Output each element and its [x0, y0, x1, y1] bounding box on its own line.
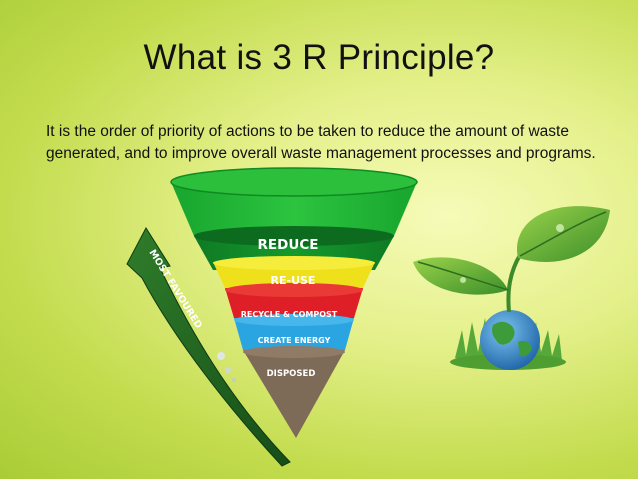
- disposed-band-edge: [243, 346, 345, 358]
- arrow-dot: [225, 367, 231, 373]
- globe-continent: [518, 340, 532, 357]
- reduce-band-edge: [194, 226, 394, 246]
- energy-band-edge: [234, 314, 354, 326]
- slide-title: What is 3 R Principle?: [143, 38, 495, 77]
- leaf-right: [516, 206, 610, 262]
- arrow-dot: [232, 378, 236, 382]
- layer-label-disposed: DISPOSED: [267, 369, 316, 379]
- leaf-vein: [519, 211, 607, 257]
- arrow-body: [126, 227, 291, 467]
- plant-stem: [506, 253, 522, 313]
- waste-hierarchy-funnel: REDUCE RE-USE RECYCLE & COMPOST CREATE E…: [170, 167, 418, 438]
- reuse-band-edge: [213, 256, 375, 270]
- funnel-rim: [170, 167, 418, 197]
- slide-description: It is the order of priority of actions t…: [46, 123, 596, 162]
- arrow-dot: [217, 352, 225, 360]
- layer-label-reuse: RE-USE: [271, 274, 316, 287]
- water-droplet: [460, 277, 466, 283]
- layer-label-recycle: RECYCLE & COMPOST: [241, 310, 338, 319]
- water-droplet: [556, 224, 564, 232]
- globe-continent: [492, 321, 515, 345]
- plant-globe-illustration: [413, 206, 610, 370]
- funnel-layer-disposed: [243, 350, 345, 438]
- layer-label-energy: CREATE ENERGY: [258, 336, 331, 345]
- layer-label-reduce: REDUCE: [258, 237, 319, 253]
- recycle-band-edge: [225, 283, 363, 297]
- funnel-layer-energy: [234, 318, 354, 350]
- leaf-left: [413, 257, 508, 295]
- leaf-vein: [417, 261, 509, 291]
- funnel-top-section: [171, 182, 417, 236]
